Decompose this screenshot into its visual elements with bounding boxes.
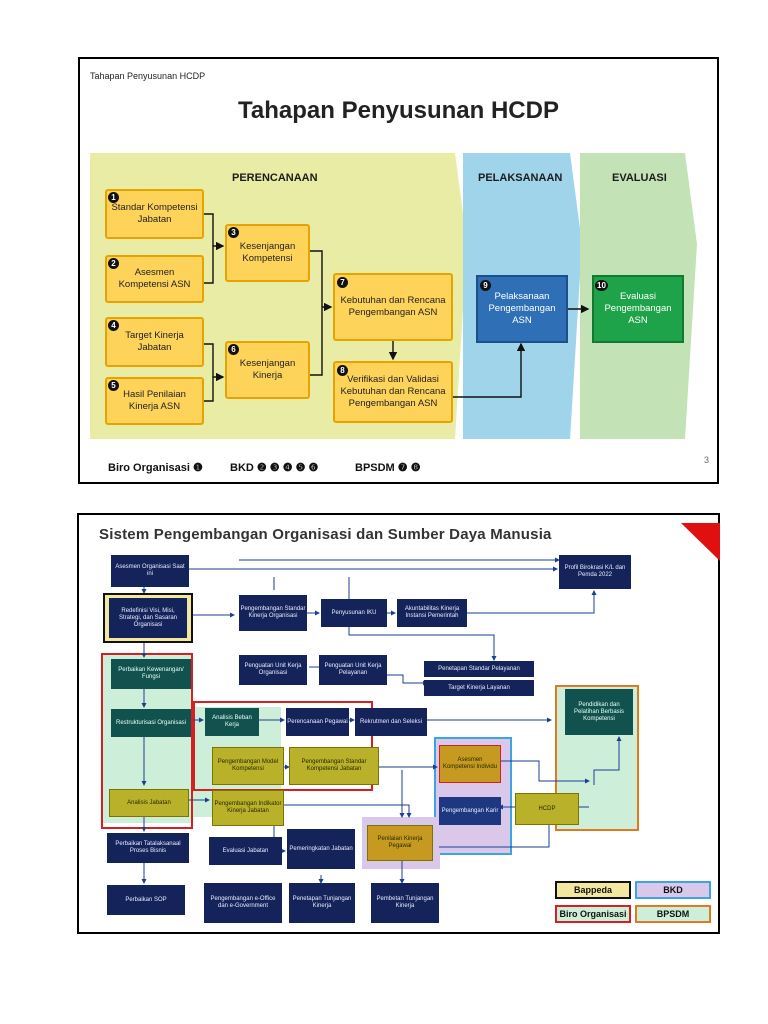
- legend-bpsdm: BPSDM: [635, 905, 711, 923]
- badge-5: 5: [108, 380, 119, 391]
- node-penetapan-standar-pelayanan: Penetapan Standar Pelayanan: [424, 661, 534, 677]
- phase-planning-label: PERENCANAAN: [232, 172, 318, 184]
- stage-target-kinerja: Target Kinerja Jabatan: [105, 317, 204, 367]
- slide-title: Tahapan Penyusunan HCDP: [238, 97, 559, 124]
- node-redefinisi-visi: Redefinisi Visi, Misi, Strategi, dan Sas…: [109, 598, 187, 638]
- phase-execution-label: PELAKSANAAN: [478, 172, 563, 184]
- phase-evaluation-label: EVALUASI: [612, 172, 667, 184]
- node-hcdp: HCDP: [515, 793, 579, 825]
- slide-header: Tahapan Penyusunan HCDP: [90, 71, 206, 81]
- node-rekrutmen-seleksi: Rekrutmen dan Seleksi: [355, 708, 427, 736]
- node-profil-birokrasi: Profil Birokrasi K/L dan Pemda 2022: [559, 555, 631, 589]
- red-corner-triangle: [681, 523, 720, 561]
- node-analisis-jabatan: Analisis Jabatan: [109, 789, 189, 817]
- legend-bappeda: Bappeda: [555, 881, 631, 899]
- node-target-kinerja-layanan: Target Kinerja Layanan: [424, 680, 534, 696]
- node-pengembangan-indikator-kinerja: Pengembangan Indikator Kinerja Jabatan: [212, 790, 284, 826]
- badge-4: 4: [108, 320, 119, 331]
- footer-bpsdm: BPSDM ❼ ❽: [355, 462, 421, 474]
- node-penetapan-tunjangan: Penetapan Tunjangan Kinerja: [289, 883, 355, 923]
- node-restrukturisasi: Restrukturisasi Organisasi: [111, 709, 191, 737]
- org-hr-system-slide: Sistem Pengembangan Organisasi dan Sumbe…: [77, 513, 720, 934]
- stage-asesmen-kompetensi: Asesmen Kompetensi ASN: [105, 255, 204, 303]
- badge-3: 3: [228, 227, 239, 238]
- badge-8: 8: [337, 365, 348, 376]
- stage-kesenjangan-kompetensi: Kesenjangan Kompetensi: [225, 224, 310, 282]
- node-pengembangan-karir: Pengembangan Karir: [439, 797, 501, 825]
- node-pemeringkatan-jabatan: Pemeringkatan Jabatan: [287, 829, 355, 869]
- node-penguatan-unit-organisasi: Penguatan Unit Kerja Organisasi: [239, 655, 307, 685]
- node-asesmen-kompetensi-individu: Asesmen Kompetensi Individu: [439, 745, 501, 783]
- badge-2: 2: [108, 258, 119, 269]
- stage-hasil-penilaian: Hasil Penilaian Kinerja ASN: [105, 377, 204, 425]
- node-perbaikan-sop: Perbaikan SOP: [107, 885, 185, 915]
- node-pembetan-tunjangan: Pembetan Tunjangan Kinerja: [371, 883, 439, 923]
- badge-7: 7: [337, 277, 348, 288]
- node-perbaikan-kewenangan: Perbaikan Kewenangan/ Fungsi: [111, 659, 191, 689]
- node-pengembangan-standar-kinerja: Pengembangan Standar Kinerja Organisasi: [239, 595, 307, 631]
- badge-10: 10: [595, 280, 608, 291]
- corner-flag: [681, 523, 720, 561]
- node-evaluasi-jabatan: Evaluasi Jabatan: [209, 837, 282, 865]
- node-perbaikan-tatalaksana: Perbaikan Tatalaksanaal Proses Bisnis: [107, 833, 189, 863]
- node-analisis-beban-kerja: Analisis Beban Kerja: [205, 708, 259, 736]
- footer-biro-organisasi: Biro Organisasi ❶: [108, 462, 203, 474]
- node-penguatan-unit-pelayanan: Penguatan Unit Kerja Pelayanan: [319, 655, 387, 685]
- stage-verifikasi-validasi: Verifikasi dan Validasi Kebutuhan dan Re…: [333, 361, 453, 423]
- slide-title: Sistem Pengembangan Organisasi dan Sumbe…: [99, 526, 552, 543]
- stage-kesenjangan-kinerja: Kesenjangan Kinerja: [225, 341, 310, 399]
- legend-bkd: BKD: [635, 881, 711, 899]
- node-penilaian-kinerja-pegawai: Penilaian Kinerja Pegawai: [367, 825, 433, 861]
- badge-6: 6: [228, 344, 239, 355]
- node-pendidikan-pelatihan: Pendidikan dan Pelatihan Berbasis Kompet…: [565, 689, 633, 735]
- system-connectors: [141, 557, 622, 884]
- badge-9: 9: [480, 280, 491, 291]
- badge-1: 1: [108, 192, 119, 203]
- stage-pelaksanaan: Pelaksanaan Pengembangan ASN: [476, 275, 568, 343]
- node-pengembangan-model-kompetensi: Pengembangan Model Kompetensi: [212, 747, 284, 785]
- node-penyusunan-iku: Penyusunan IKU: [321, 599, 387, 627]
- node-pengembangan-standar-kompetensi: Pengembangan Standar Kompetensi Jabatan: [289, 747, 379, 785]
- page-number: 3: [704, 455, 710, 465]
- stage-kebutuhan-rencana: Kebutuhan dan Rencana Pengembangan ASN: [333, 273, 453, 341]
- legend-biro-organisasi: Biro Organisasi: [555, 905, 631, 923]
- node-akuntabilitas: Akuntabilitas Kinerja Instansi Pemerinta…: [397, 599, 467, 627]
- footer-bkd: BKD ❷ ❸ ❹ ❺ ❻: [230, 462, 319, 474]
- stage-connectors: [204, 213, 590, 402]
- node-pengembangan-eoffice: Pengembangan e-Office dan e-Government: [204, 883, 282, 923]
- node-asesmen-organisasi: Asesmen Organisasi Saat ini: [111, 555, 189, 587]
- hcdp-stages-slide: Tahapan Penyusunan HCDP Tahapan Penyusun…: [78, 57, 719, 484]
- biro-zone-border: [101, 653, 193, 829]
- stage-standar-kompetensi: Standar Kompetensi Jabatan: [105, 189, 204, 239]
- node-perencanaan-pegawai: Perencanaan Pegawai: [286, 708, 349, 736]
